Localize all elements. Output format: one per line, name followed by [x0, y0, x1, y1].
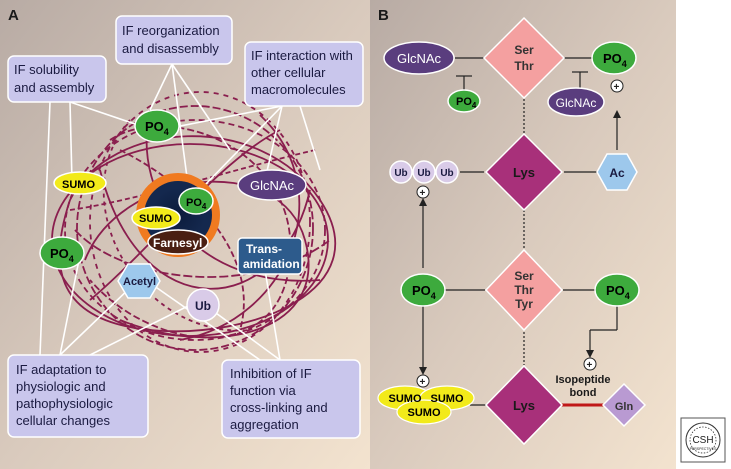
po4-b-left-top: PO4: [447, 89, 481, 113]
residue-label: Gln: [615, 401, 634, 413]
sumo-label: SUMO: [62, 179, 95, 191]
callout-if-reorganization: IF reorganization and disassembly: [115, 15, 233, 65]
lys-bottom-diamond: Lys: [484, 364, 564, 446]
callout-if-solubility: IF solubility and assembly: [7, 55, 107, 103]
callout-text: function via: [230, 383, 297, 398]
po4-b-mid-left: PO4: [400, 273, 446, 307]
isopeptide-label: bond: [570, 387, 597, 399]
sumo-left: SUMO: [53, 171, 107, 195]
po4-left: PO4: [39, 236, 85, 270]
ub-a: Ub: [186, 288, 220, 322]
sumo-label: SUMO: [389, 393, 422, 405]
po4-label: PO4: [456, 96, 477, 110]
po4-label: PO4: [603, 51, 627, 69]
acetyl: Acetyl: [117, 263, 161, 299]
transamidation-label: amidation: [243, 257, 300, 271]
po4-inner: PO4: [178, 187, 214, 215]
ac-label: Ac: [609, 166, 625, 180]
glcnac-right: GlcNAc: [237, 169, 307, 201]
acetyl-label: Acetyl: [123, 276, 156, 288]
logo-text: CSH: [692, 435, 713, 446]
glcnac-b-left: GlcNAc: [383, 41, 455, 75]
ac-hexagon: Ac: [596, 153, 638, 191]
panel-a-label: A: [8, 7, 19, 24]
glcnac-label: GlcNAc: [397, 51, 442, 66]
callout-if-interaction: IF interaction with other cellular macro…: [244, 41, 364, 107]
margin: [676, 0, 731, 469]
callout-text: physiologic and: [16, 379, 106, 394]
callout-text: and assembly: [14, 80, 95, 95]
sumo-inner: SUMO: [131, 206, 181, 230]
sumo-label: SUMO: [431, 393, 464, 405]
callout-text: macromolecules: [251, 82, 346, 97]
logo-text: PERSPECTIVES: [690, 447, 718, 451]
po4-label: PO4: [50, 246, 74, 264]
arrowheads: [419, 110, 621, 375]
ser-thr-tyr-diamond: Ser Thr Tyr: [484, 248, 564, 332]
po4-label: PO4: [412, 283, 436, 301]
po4-label: PO4: [145, 119, 169, 137]
residue-label: Ser: [514, 43, 534, 57]
callout-text: cellular changes: [16, 413, 110, 428]
panel-b-label: B: [378, 7, 389, 24]
callout-text: and disassembly: [122, 41, 219, 56]
residue-label: Thr: [514, 283, 534, 297]
isopeptide-label: Isopeptide: [555, 374, 610, 386]
callout-text: IF adaptation to: [16, 362, 106, 377]
panel-b-connectors: [422, 57, 618, 406]
callout-lines: [39, 63, 321, 361]
po4-label: PO4: [606, 283, 630, 301]
transamidation-label: Trans-: [246, 242, 282, 256]
callout-if-adaptation: IF adaptation to physiologic and pathoph…: [7, 354, 149, 438]
po4-label: PO4: [186, 197, 207, 211]
plus-circle: +: [416, 374, 430, 388]
po4-b-mid-right: PO4: [594, 273, 640, 307]
sumo-cluster: SUMO SUMO SUMO: [377, 385, 475, 425]
ub-label: Ub: [440, 168, 453, 179]
callout-text: IF interaction with: [251, 48, 353, 63]
po4-top: PO4: [134, 109, 180, 143]
residue-label: Lys: [513, 398, 535, 413]
callout-inhibition: Inhibition of IF function via cross-link…: [221, 359, 361, 439]
callout-text: aggregation: [230, 417, 299, 432]
plus-circle: +: [583, 357, 597, 371]
ub-label: Ub: [417, 168, 430, 179]
csh-perspectives-logo: CSH PERSPECTIVES: [680, 417, 726, 463]
farnesyl: Farnesyl: [147, 229, 209, 255]
sumo-label: SUMO: [139, 213, 172, 225]
ser-thr-diamond: Ser Thr: [482, 16, 566, 100]
plus-sign: +: [587, 360, 593, 371]
glcnac-b-right: GlcNAc: [547, 87, 605, 117]
callout-text: other cellular: [251, 65, 326, 80]
glcnac-label: GlcNAc: [250, 178, 295, 193]
plus-sign: +: [614, 82, 620, 93]
farnesyl-label: Farnesyl: [153, 236, 202, 250]
lys-top-diamond: Lys: [484, 132, 564, 212]
plus-circle: +: [416, 185, 430, 199]
callout-text: IF solubility: [14, 62, 80, 77]
plus-sign: +: [420, 188, 426, 199]
sumo-label: SUMO: [408, 407, 441, 419]
plus-sign: +: [420, 377, 426, 388]
plus-circle: +: [610, 79, 624, 93]
ub-chain: Ub Ub Ub: [389, 160, 459, 184]
residue-label: Ser: [514, 269, 534, 283]
callout-text: cross-linking and: [230, 400, 328, 415]
callout-text: IF reorganization: [122, 23, 220, 38]
residue-label: Thr: [514, 59, 534, 73]
transamidation: Trans- amidation: [237, 237, 303, 275]
ub-label: Ub: [195, 299, 211, 313]
glcnac-label: GlcNAc: [556, 96, 597, 110]
po4-b-right-top: PO4: [591, 41, 637, 75]
residue-label: Tyr: [515, 297, 533, 311]
ub-label: Ub: [394, 168, 407, 179]
callout-text: Inhibition of IF: [230, 366, 312, 381]
callout-text: pathophysiologic: [16, 396, 113, 411]
gln-diamond: Gln: [601, 382, 647, 428]
residue-label: Lys: [513, 165, 535, 180]
